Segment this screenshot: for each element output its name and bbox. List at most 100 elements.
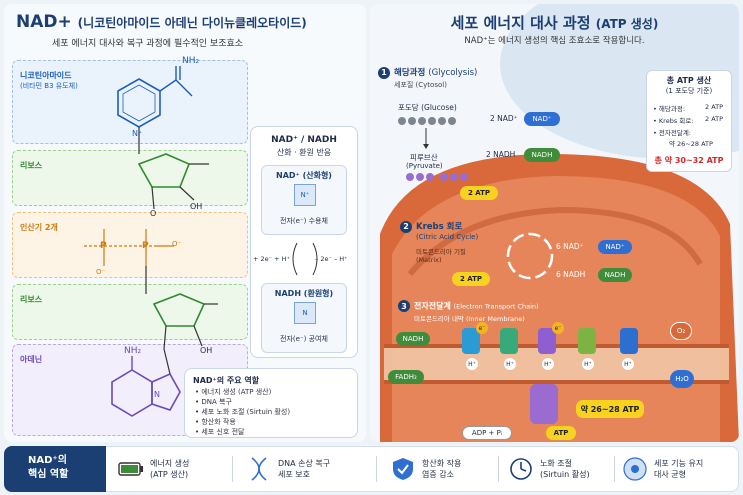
- atp-output-badge: ATP: [546, 426, 576, 440]
- divider: [614, 456, 615, 482]
- glycolysis-nad-in: 2 NAD⁺: [490, 114, 518, 123]
- krebs-atp-badge: 2 ATP: [452, 272, 490, 286]
- divider: [376, 456, 377, 482]
- title-sub: (니코틴아마이드 아데닌 다이뉴클레오타이드): [77, 16, 307, 30]
- complex-4-icon: [578, 328, 596, 354]
- etc-h2o: H₂O: [670, 370, 694, 388]
- glucose-to-pyruvate-icon: [398, 117, 468, 181]
- nad-structure-panel: NAD+ (니코틴아마이드 아데닌 다이뉴클레오타이드) 세포 에너지 대사와 …: [4, 4, 366, 442]
- glycolysis-nadh-pill: NADH: [524, 148, 560, 162]
- proton-icon: H⁺: [622, 358, 634, 370]
- glycolysis-atp-badge: 2 ATP: [460, 186, 498, 200]
- redox-subtitle: 산화 · 환원 반응: [276, 148, 332, 157]
- redox-right-arrow: – 2e⁻ – H⁺: [315, 255, 348, 263]
- atom-n: N: [154, 390, 160, 399]
- atom-nh2-bottom: NH₂: [124, 346, 142, 356]
- nad-molecule-diagram: [84, 66, 218, 417]
- section-label-phosphate: 인산기 2개: [20, 223, 58, 232]
- cell-icon: [622, 456, 648, 482]
- core-roles-label: NAD⁺의 핵심 역할: [4, 446, 106, 492]
- right-subtitle: NAD⁺는 에너지 생성의 핵심 조효소로 작용합니다.: [464, 36, 645, 46]
- complex-3-icon: [538, 328, 556, 354]
- section-label-ribose2: 리보스: [20, 295, 43, 304]
- battery-icon: [118, 456, 144, 482]
- atp-synthase-icon: [530, 384, 558, 424]
- summary-row-value: 약 26~28 ATP: [669, 140, 713, 148]
- glucose-label: 포도당 (Glucose): [398, 103, 457, 112]
- pyruvate-en-label: (Pyruvate): [406, 162, 443, 170]
- atom-oh-2: OH: [200, 346, 213, 355]
- divider: [232, 456, 233, 482]
- nadh-desc: 전자(e⁻) 공여체: [280, 335, 328, 343]
- etc-o2: O₂: [670, 322, 692, 340]
- nadplus-label: NAD⁺ (산화형): [276, 171, 332, 180]
- complex-2-icon: [500, 328, 518, 354]
- section-nicotinamide: [12, 60, 248, 144]
- atom-n-plus: N⁺: [132, 129, 143, 138]
- role-item: • 세포 신호 전달: [195, 428, 245, 436]
- nadplus-desc: 전자(e⁻) 수용체: [280, 217, 328, 225]
- section-sublabel-nicotinamide: (비타민 B3 유도체): [20, 82, 78, 90]
- redox-left-arrow: + 2e⁻ + H⁺: [253, 255, 290, 263]
- glycolysis-location: 세포질 (Cytosol): [394, 81, 447, 89]
- etc-nadh-pill: NADH: [396, 332, 430, 346]
- role-chip-aging: 노화 조절(Sirtuin 활성): [508, 449, 590, 489]
- krebs-cycle-icon: [506, 232, 554, 280]
- electron-icon: e⁻: [552, 322, 564, 334]
- krebs-nadh-out: 6 NADH: [556, 270, 586, 279]
- proton-icon: H⁺: [466, 358, 478, 370]
- role-item: • 항산화 작용: [195, 418, 236, 426]
- redox-box: NAD⁺ / NADH 산화 · 환원 반응 NAD⁺ (산화형) N⁺ 전자(…: [250, 126, 358, 358]
- role-item: • 세포 노화 조절 (Sirtuin 활성): [195, 408, 291, 416]
- divider: [498, 456, 499, 482]
- atom-p-1: P: [100, 241, 107, 251]
- summary-row: • 해당과정:: [653, 105, 686, 113]
- proton-icon: H⁺: [542, 358, 554, 370]
- summary-title: 총 ATP 생산: [666, 76, 712, 85]
- electron-icon: e⁻: [476, 322, 488, 334]
- complex-5-icon: [620, 328, 638, 354]
- atom-nh2-top: NH₂: [182, 56, 200, 66]
- redox-title: NAD⁺ / NADH: [271, 135, 337, 145]
- atom-o-minus-2: O⁻: [172, 240, 182, 248]
- atom-o-1: O: [150, 209, 157, 218]
- section-label-ribose1: 리보스: [20, 161, 43, 170]
- glycolysis-nad-pill: NAD⁺: [524, 112, 560, 126]
- mitochondrion-illustration: [380, 4, 739, 442]
- adp-pi-label: ADP + Pᵢ: [462, 426, 512, 440]
- page-title: NAD+ (니코틴아마이드 아데닌 다이뉴클레오타이드): [16, 12, 307, 32]
- role-item: • DNA 복구: [195, 398, 232, 406]
- krebs-title-en: (Citric Acid Cycle): [416, 233, 479, 241]
- etc-atp-badge: 약 26~28 ATP: [576, 400, 644, 418]
- summary-row-value: 2 ATP: [705, 103, 724, 111]
- section-ribose1: [12, 150, 248, 206]
- summary-row: • 전자전달계:: [653, 129, 691, 137]
- role-chip-energy: 에너지 생성(ATP 생산): [118, 449, 189, 489]
- pyruvate-label: 피루브산: [410, 153, 438, 162]
- redox-cycle-arrows-icon: [292, 242, 318, 276]
- nadh-label: NADH (환원형): [274, 289, 334, 298]
- summary-subtitle: (1 포도당 기준): [665, 87, 713, 95]
- roles-title: NAD⁺의 주요 역할: [193, 376, 260, 385]
- summary-row: • Krebs 회로:: [653, 117, 694, 125]
- krebs-nad-pill: NAD⁺: [598, 240, 632, 254]
- right-title: 세포 에너지 대사 과정 (ATP 생성): [450, 14, 659, 32]
- summary-total: 총 약 30~32 ATP: [654, 156, 724, 165]
- roles-box: NAD⁺의 주요 역할 • 에너지 생성 (ATP 생산) • DNA 복구 •…: [184, 368, 358, 438]
- nadplus-card: NAD⁺ (산화형) N⁺ 전자(e⁻) 수용체: [261, 165, 347, 235]
- clock-icon: [508, 456, 534, 482]
- etc-location: 미토콘드리아 내막 (Inner Membrane): [414, 315, 525, 323]
- atp-process-panel: 세포 에너지 대사 과정 (ATP 생성) NAD⁺는 에너지 생성의 핵심 조…: [370, 4, 739, 442]
- section-phosphate: [12, 212, 248, 278]
- proton-icon: H⁺: [582, 358, 594, 370]
- atom-oh-1: OH: [190, 202, 203, 211]
- nadh-card: NADH (환원형) N 전자(e⁻) 공여체: [261, 283, 347, 353]
- section-ribose2: [12, 284, 248, 340]
- section-label-adenine: 아데닌: [20, 355, 43, 364]
- glycolysis-nadh-out: 2 NADH: [486, 150, 516, 159]
